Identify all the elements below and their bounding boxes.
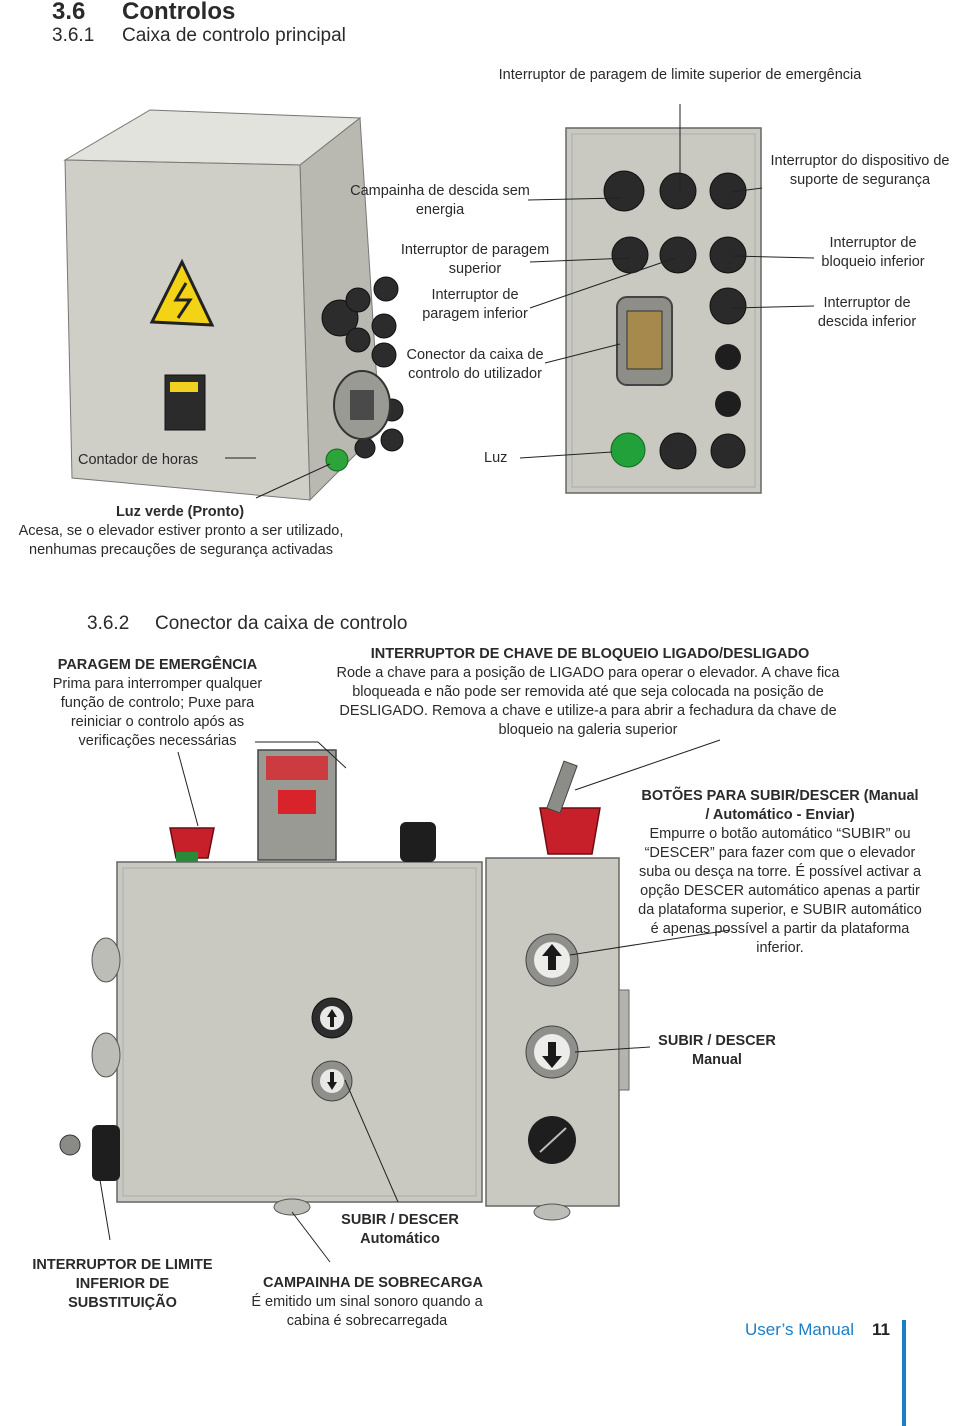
limit-override-switch-icon <box>92 1125 120 1181</box>
key-switch-description: Rode a chave para a posição de LIGADO pa… <box>336 665 840 738</box>
overload-buzzer-icon <box>528 1116 576 1164</box>
descent-bell-label: Campainha de descida sem energia <box>350 183 530 218</box>
subsection-number: 3.6.1 <box>52 25 95 46</box>
footer-rule <box>902 1320 906 1426</box>
auto-up-down-label: SUBIR / DESCER Automático <box>341 1212 459 1247</box>
bottom-stop-switch-label: Interruptor de paragem inferior <box>422 287 528 322</box>
cable-gland-icon <box>400 822 436 862</box>
lower-lock-switch-label: Interruptor de bloqueio inferior <box>821 235 925 270</box>
emergency-stop-icon <box>169 827 215 859</box>
section-number: 3.6 <box>52 0 86 25</box>
auto-down-button-icon <box>525 1025 579 1079</box>
auto-up-button-icon <box>525 933 579 987</box>
emergency-stop-title: PARAGEM DE EMERGÊNCIA <box>57 657 258 673</box>
up-down-buttons-description: Empurre o botão automático “SUBIR” ou “D… <box>638 826 922 956</box>
down-arrow-button-icon <box>311 1060 353 1102</box>
key-switch-title: INTERRUPTOR DE CHAVE DE BLOQUEIO LIGADO/… <box>370 646 810 662</box>
electric-warning-icon <box>149 258 215 327</box>
emergency-top-limit-label: Interruptor de paragem de limite superio… <box>498 67 862 83</box>
safety-support-switch-label: Interruptor do dispositivo de suporte de… <box>770 153 950 188</box>
connector-socket-icon <box>616 296 673 386</box>
overload-bell-description: É emitido um sinal sonoro quando a cabin… <box>251 1294 483 1329</box>
main-control-box-figure <box>63 104 815 502</box>
page-number: 11 <box>872 1320 890 1339</box>
limit-override-label: INTERRUPTOR DE LIMITE INFERIOR DE SUBSTI… <box>32 1257 213 1311</box>
overload-bell-title: CAMPAINHA DE SOBRECARGA <box>263 1275 483 1291</box>
up-arrow-button-icon <box>311 997 353 1039</box>
user-connector-icon <box>333 370 391 440</box>
up-down-buttons-title: BOTÕES PARA SUBIR/DESCER (Manual / Autom… <box>641 788 919 823</box>
emergency-stop-description: Prima para interromper qualquer função d… <box>52 676 263 749</box>
green-light-description: Acesa, se o elevador estiver pronto a se… <box>18 523 344 558</box>
manual-up-down-label: SUBIR / DESCER Manual <box>658 1033 776 1068</box>
lower-descent-switch-label: Interruptor de descida inferior <box>817 295 917 330</box>
subsection-2-number: 3.6.2 <box>87 613 130 634</box>
top-stop-switch-label: Interruptor de paragem superior <box>400 242 550 277</box>
user-connector-label: Conector da caixa de controlo do utiliza… <box>406 347 544 382</box>
hour-counter-icon <box>164 374 206 431</box>
light-label: Luz <box>484 450 508 466</box>
green-light-icon <box>325 448 349 472</box>
footer-manual-title: User’s Manual <box>745 1320 854 1339</box>
hour-counter-label: Contador de horas <box>78 452 199 468</box>
subsection-2-title: Conector da caixa de controlo <box>155 613 408 634</box>
subsection-title: Caixa de controlo principal <box>122 25 346 46</box>
green-light-title: Luz verde (Pronto) <box>115 504 245 520</box>
ready-light-icon <box>610 432 646 468</box>
section-title: Controlos <box>122 0 236 25</box>
